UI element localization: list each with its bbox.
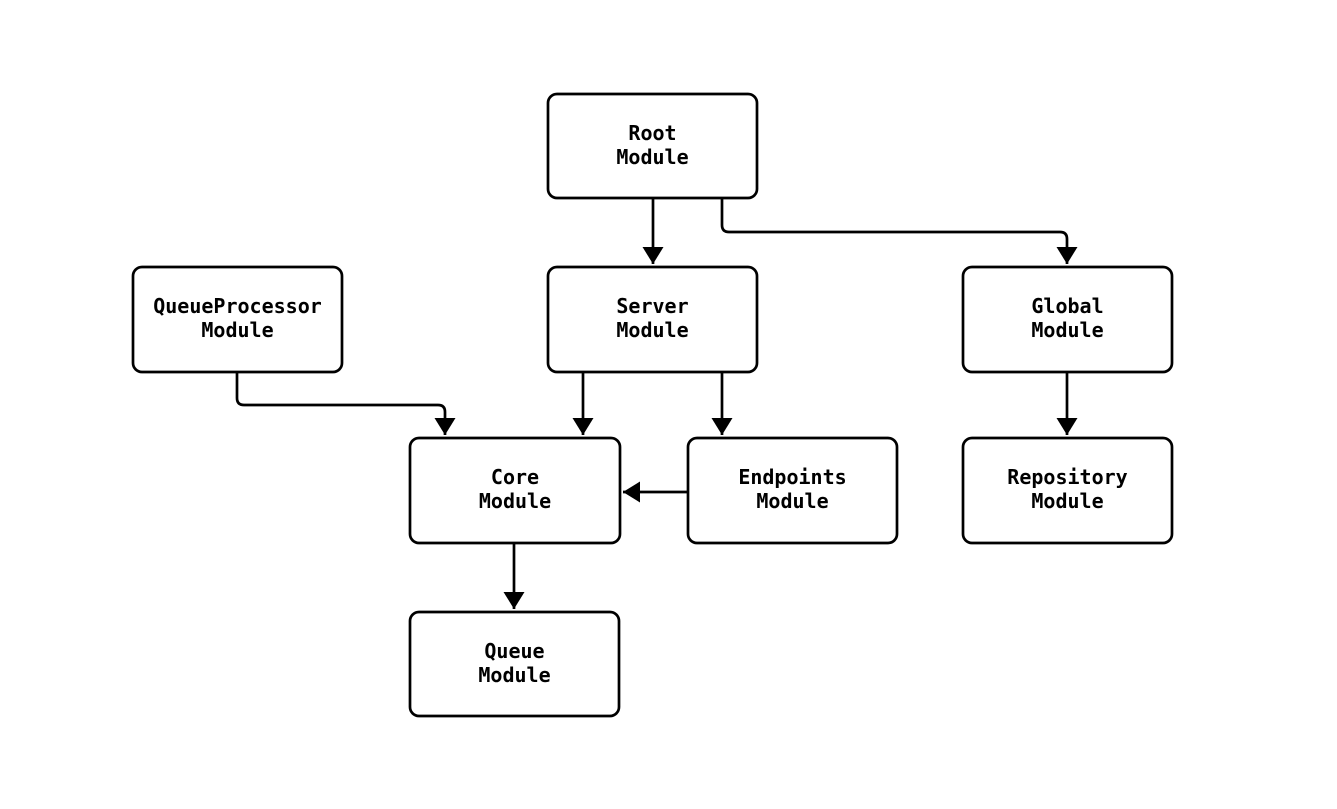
node-root-label-line1: Root (628, 121, 676, 145)
node-global-label-line1: Global (1031, 294, 1103, 318)
diagram-nodes: Root Module QueueProcessor Module Server… (131, 92, 1174, 718)
node-global-label-line2: Module (1031, 318, 1103, 342)
node-queueprocessor-box (131, 265, 344, 374)
node-endpoints-box (686, 436, 899, 545)
node-queueprocessor-module: QueueProcessor Module (131, 265, 344, 374)
node-queue-label-line1: Queue (484, 639, 544, 663)
node-repository-label-line1: Repository (1007, 465, 1127, 489)
node-queue-box (408, 610, 621, 718)
edge-root-to-global (720, 198, 1078, 264)
edge-queueprocessor-to-core (235, 372, 456, 435)
node-server-module: Server Module (546, 265, 759, 374)
node-global-module: Global Module (961, 265, 1174, 374)
node-core-label-line1: Core (491, 465, 539, 489)
node-endpoints-module: Endpoints Module (686, 436, 899, 545)
node-root-module: Root Module (546, 92, 759, 200)
node-repository-label-line2: Module (1031, 489, 1103, 513)
node-endpoints-label-line1: Endpoints (738, 465, 846, 489)
node-queue-label-line2: Module (478, 663, 550, 687)
node-core-label-line2: Module (479, 489, 551, 513)
node-endpoints-label-line2: Module (756, 489, 828, 513)
diagram-edges (235, 198, 1078, 609)
node-server-box (546, 265, 759, 374)
node-root-label-line2: Module (616, 145, 688, 169)
node-root-box (546, 92, 759, 200)
node-server-label-line1: Server (616, 294, 688, 318)
node-repository-module: Repository Module (961, 436, 1174, 545)
node-server-label-line2: Module (616, 318, 688, 342)
node-repository-box (961, 436, 1174, 545)
node-core-box (408, 436, 622, 545)
node-queueprocessor-label-line2: Module (201, 318, 273, 342)
node-queueprocessor-label-line1: QueueProcessor (153, 294, 322, 318)
node-global-box (961, 265, 1174, 374)
node-queue-module: Queue Module (408, 610, 621, 718)
node-core-module: Core Module (408, 436, 622, 545)
